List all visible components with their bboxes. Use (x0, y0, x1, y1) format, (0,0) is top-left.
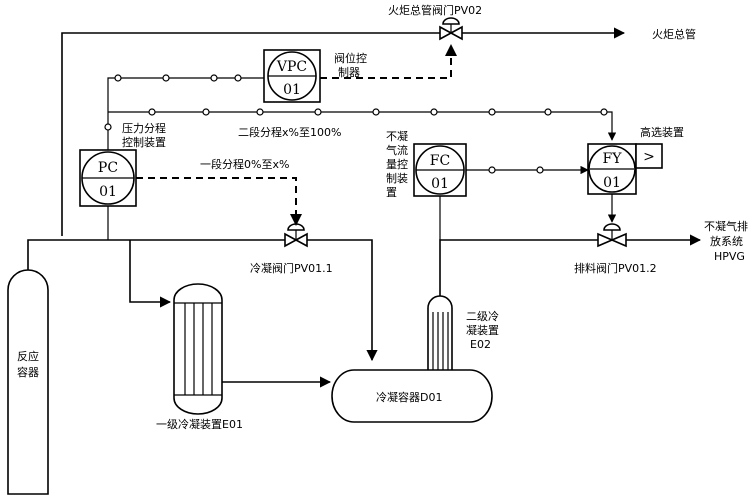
reactor-label-2: 容器 (17, 365, 39, 379)
noncond-flow-ctrl-label-4: 制装 (386, 172, 408, 185)
flare-valve-label: 火炬总管阀门PV02 (388, 3, 482, 17)
vpc-controller[interactable]: VPC 01 (263, 49, 321, 103)
pressure-split-ctrl-label-1: 压力分程 (122, 122, 166, 135)
fc-tag: FC (430, 153, 450, 169)
cond-valve-downstream-pipe (306, 239, 378, 362)
high-select-label: 高选装置 (640, 125, 684, 139)
noncond-exhaust-label-3: HPVG (714, 250, 745, 263)
high-select-symbol: > (643, 149, 655, 165)
signal-stage2 (108, 111, 617, 141)
dashed-vpc-to-pv02 (320, 54, 452, 79)
noncond-flow-ctrl-label-1: 不凝 (386, 129, 408, 143)
valve-pos-ctrl-label-2: 制器 (338, 66, 360, 79)
fy-num: 01 (603, 175, 621, 191)
vpc-tag: VPC (276, 59, 307, 75)
cond-valve-pv011[interactable] (284, 223, 308, 248)
condenser-e02-label-1: 二级冷 (466, 310, 499, 323)
condenser-e02-label-3: E02 (470, 338, 491, 351)
arrow-to-pv011 (290, 214, 302, 226)
valve-pos-ctrl-label-1: 阀位控 (334, 51, 367, 65)
split-stage1-label: 一段分程0%至x% (200, 157, 289, 171)
reactor-vessel (7, 269, 49, 495)
arrow-to-pv02 (445, 44, 457, 56)
condensate-vessel-d01 (331, 369, 493, 423)
signal-lines (107, 77, 617, 240)
noncond-exhaust-label-2: 放系统 (710, 234, 743, 248)
fy-high-selector[interactable]: FY 01 > (587, 143, 663, 195)
pc-tag: PC (98, 160, 118, 176)
cond-vessel-label: 冷凝容器D01 (376, 390, 442, 404)
condenser-e01-label: 一级冷凝装置E01 (156, 417, 243, 431)
process-pipes (27, 27, 702, 388)
noncond-flow-ctrl-label-3: 量控 (386, 157, 408, 171)
condenser-e01 (173, 283, 223, 415)
split-stage2-label: 二段分程x%至100% (238, 125, 341, 139)
reactor-label-1: 反应 (17, 349, 39, 363)
noncond-flow-ctrl-label-2: 气流 (386, 143, 408, 157)
fc-num: 01 (431, 176, 449, 192)
pressure-split-ctrl-label-2: 控制装置 (122, 135, 166, 149)
fc-controller[interactable]: FC 01 (413, 143, 467, 197)
reactor-header-pipe (27, 239, 286, 272)
cond-valve-label: 冷凝阀门PV01.1 (250, 261, 333, 275)
pc-num: 01 (99, 184, 117, 200)
condenser-e02-label-2: 凝装置 (466, 323, 499, 337)
noncond-exhaust-label-1: 不凝气排 (704, 219, 748, 233)
flare-main-label: 火炬总管 (652, 27, 696, 41)
fy-tag: FY (603, 151, 623, 167)
discharge-valve-label: 排料阀门PV01.2 (574, 261, 657, 275)
flare-valve-pv02[interactable] (439, 17, 463, 41)
pc-controller[interactable]: PC 01 (79, 149, 137, 207)
flare-main-pipe (61, 32, 440, 236)
vpc-num: 01 (283, 82, 301, 98)
branch-to-e01 (129, 240, 172, 308)
discharge-valve-pv012[interactable] (597, 223, 627, 248)
dashed-pc-to-pv011 (136, 177, 297, 214)
noncond-flow-ctrl-label-5: 置 (386, 186, 397, 199)
condenser-e02 (427, 295, 453, 372)
signal-dots (104, 74, 608, 174)
